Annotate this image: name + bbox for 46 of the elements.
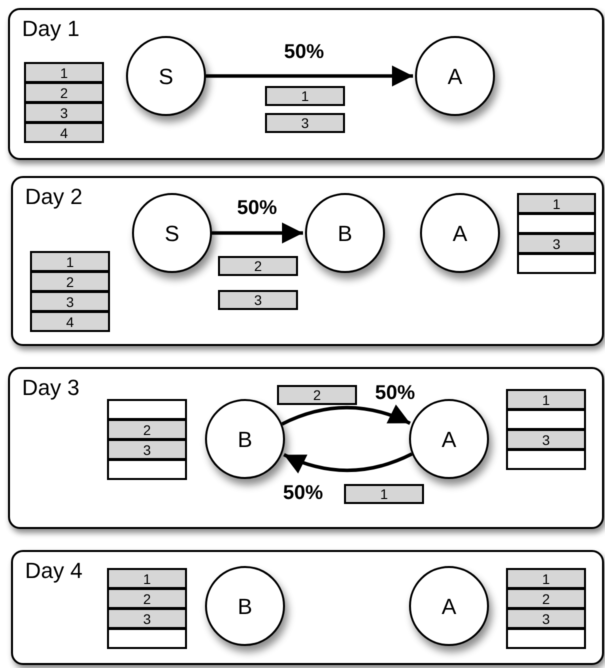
queue-slot: 4: [24, 122, 104, 143]
queue-slot: 1: [107, 568, 187, 589]
queue-slot: 3: [24, 102, 104, 123]
packet-box: 3: [265, 113, 345, 133]
packet-box: 1: [265, 86, 345, 106]
day-panel: [8, 8, 604, 160]
day-label: Day 3: [22, 375, 80, 401]
queue-slot: 3: [30, 291, 110, 312]
queue-slot: 1: [506, 568, 586, 589]
queue-slot: 2: [506, 588, 586, 609]
packet-box: 2: [277, 385, 357, 405]
queue-slot: [506, 409, 586, 430]
queue-slot: [506, 449, 586, 470]
arrow: [206, 66, 413, 86]
day-label: Day 4: [25, 558, 82, 584]
queue-slot: 4: [30, 311, 110, 332]
queue-slot: [506, 628, 586, 649]
packet-box: 3: [218, 290, 298, 310]
queue-slot: 3: [107, 608, 187, 629]
day-panel: [11, 176, 604, 346]
arrow: [212, 222, 303, 244]
queue-slot: [517, 253, 596, 274]
packet-box: 1: [344, 484, 424, 504]
queue-slot: [517, 213, 596, 234]
queue-slot: 1: [506, 389, 586, 410]
queue-slot: 2: [107, 419, 187, 440]
queue-slot: 1: [30, 251, 110, 272]
queue-slot: 3: [107, 439, 187, 460]
arrow: [283, 452, 413, 473]
queue-slot: 1: [517, 193, 596, 214]
day-label: Day 1: [22, 16, 80, 42]
queue-slot: 2: [24, 82, 104, 103]
queue-slot: 3: [506, 429, 586, 450]
queue-slot: [107, 399, 187, 420]
day-label: Day 2: [25, 184, 82, 210]
queue-slot: 2: [107, 588, 187, 609]
queue-slot: [107, 459, 187, 480]
queue-slot: 1: [24, 62, 104, 83]
queue-slot: 3: [517, 233, 596, 254]
packet-box: 2: [218, 256, 298, 276]
queue-slot: [107, 628, 187, 649]
queue-slot: 3: [506, 608, 586, 629]
day-panel: [11, 550, 604, 665]
queue-slot: 2: [30, 271, 110, 292]
day-panel: [8, 367, 604, 529]
arrow: [281, 405, 411, 426]
